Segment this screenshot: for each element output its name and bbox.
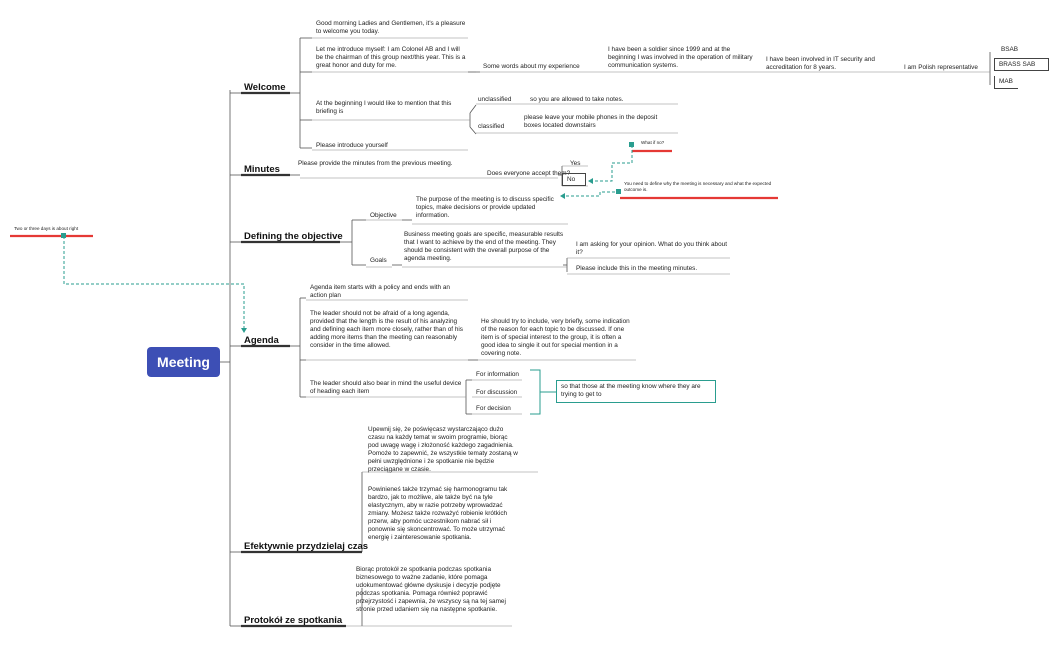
note-unclassified[interactable]: so you are allowed to take notes. <box>530 96 624 103</box>
minutes-provide[interactable]: Please provide the minutes from the prev… <box>298 160 453 167</box>
agenda-item-3[interactable]: The leader should also bear in mind the … <box>310 380 462 395</box>
protocol-text[interactable]: Biorąc protokół ze spotkania podczas spo… <box>356 566 506 613</box>
central-topic[interactable]: Meeting <box>147 347 220 377</box>
left-note: Two or three days is about right <box>14 226 79 231</box>
time-para-2[interactable]: Powinieneś także trzymać się harmonogram… <box>368 486 508 541</box>
welcome-greeting[interactable]: Good morning Ladies and Gentlemen, it's … <box>316 20 466 35</box>
branch-agenda[interactable]: Agenda <box>244 335 279 346</box>
welcome-it-security[interactable]: I have been involved in IT security and … <box>766 56 875 71</box>
welcome-introduce[interactable]: Please introduce yourself <box>316 142 388 149</box>
heading-discussion[interactable]: For discussion <box>476 389 518 396</box>
minutes-no[interactable]: No <box>562 173 586 186</box>
agenda-item-1[interactable]: Agenda item starts with a policy and end… <box>310 284 450 299</box>
goals-text[interactable]: Business meeting goals are specific, mea… <box>404 231 564 262</box>
welcome-intro[interactable]: Let me introduce myself: I am Colonel AB… <box>316 46 466 69</box>
welcome-mention[interactable]: At the beginning I would like to mention… <box>316 100 452 115</box>
heading-decision[interactable]: For decision <box>476 405 511 412</box>
agenda-item-2[interactable]: The leader should not be afraid of a lon… <box>310 310 463 349</box>
minutes-define-note[interactable]: You need to define why the meeting is ne… <box>624 181 772 192</box>
rep-brass-sab[interactable]: BRASS SAB <box>994 58 1049 71</box>
agenda-summary[interactable]: so that those at the meeting know where … <box>556 380 716 403</box>
welcome-soldier[interactable]: I have been a soldier since 1999 and at … <box>608 46 753 69</box>
branch-welcome[interactable]: Welcome <box>244 82 286 93</box>
minutes-what-if[interactable]: What if no? <box>641 140 665 145</box>
branch-protocol[interactable]: Protokół ze spotkania <box>244 615 343 626</box>
label-unclassified[interactable]: unclassified <box>478 96 512 103</box>
agenda-item-2-sub[interactable]: He should try to include, very briefly, … <box>481 318 630 357</box>
note-classified[interactable]: please leave your mobile phones in the d… <box>524 114 658 129</box>
branch-minutes[interactable]: Minutes <box>244 164 280 175</box>
time-para-1[interactable]: Upewnij się, że poświęcasz wystarczająco… <box>368 426 518 473</box>
minutes-yes[interactable]: Yes <box>570 160 581 167</box>
goals-label[interactable]: Goals <box>370 257 387 264</box>
welcome-polish[interactable]: I am Polish representative <box>904 64 978 71</box>
branch-objective[interactable]: Defining the objective <box>244 231 343 242</box>
label-classified[interactable]: classified <box>478 123 505 130</box>
minutes-accept[interactable]: Does everyone accept them? <box>487 170 571 177</box>
objective-text[interactable]: The purpose of the meeting is to discuss… <box>416 196 554 219</box>
rep-mab[interactable]: MAB <box>994 76 1018 89</box>
welcome-about[interactable]: Some words about my experience <box>483 63 580 70</box>
rep-bsab[interactable]: BSAB <box>1001 46 1019 53</box>
objective-label[interactable]: Objective <box>370 212 397 219</box>
objective-include[interactable]: Please include this in the meeting minut… <box>576 265 698 272</box>
objective-opinion[interactable]: I am asking for your opinion. What do yo… <box>576 241 727 256</box>
branch-time[interactable]: Efektywnie przydzielaj czas <box>244 541 369 552</box>
heading-information[interactable]: For information <box>476 371 519 378</box>
